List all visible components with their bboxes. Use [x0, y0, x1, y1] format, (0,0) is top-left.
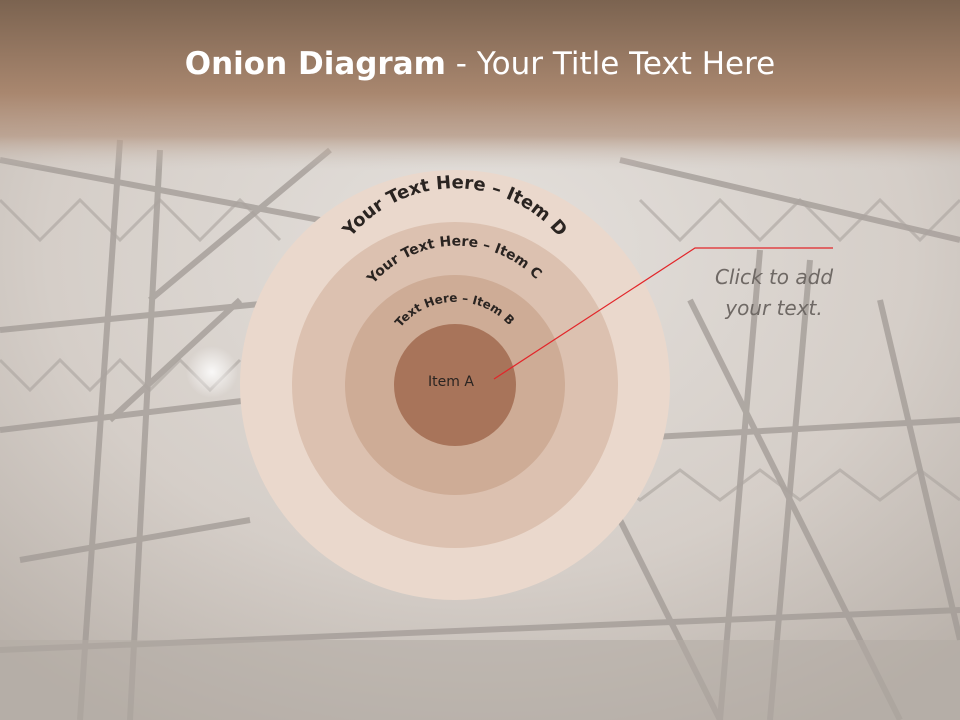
- callout-line-2: your text.: [725, 296, 823, 320]
- title-band: [0, 0, 960, 170]
- callout-line-1: Click to add: [714, 265, 834, 289]
- layer-a-label: Item A: [428, 374, 474, 390]
- title-bold: Onion Diagram: [184, 46, 446, 82]
- road: [0, 640, 960, 720]
- layer-a[interactable]: [394, 324, 516, 446]
- slide-title[interactable]: Onion Diagram - Your Title Text Here: [0, 46, 960, 82]
- sun-glare: [186, 346, 238, 398]
- callout-connector: [493, 247, 833, 380]
- title-rest: - Your Title Text Here: [445, 46, 776, 82]
- callout-text-box[interactable]: Click to add your text.: [686, 262, 862, 324]
